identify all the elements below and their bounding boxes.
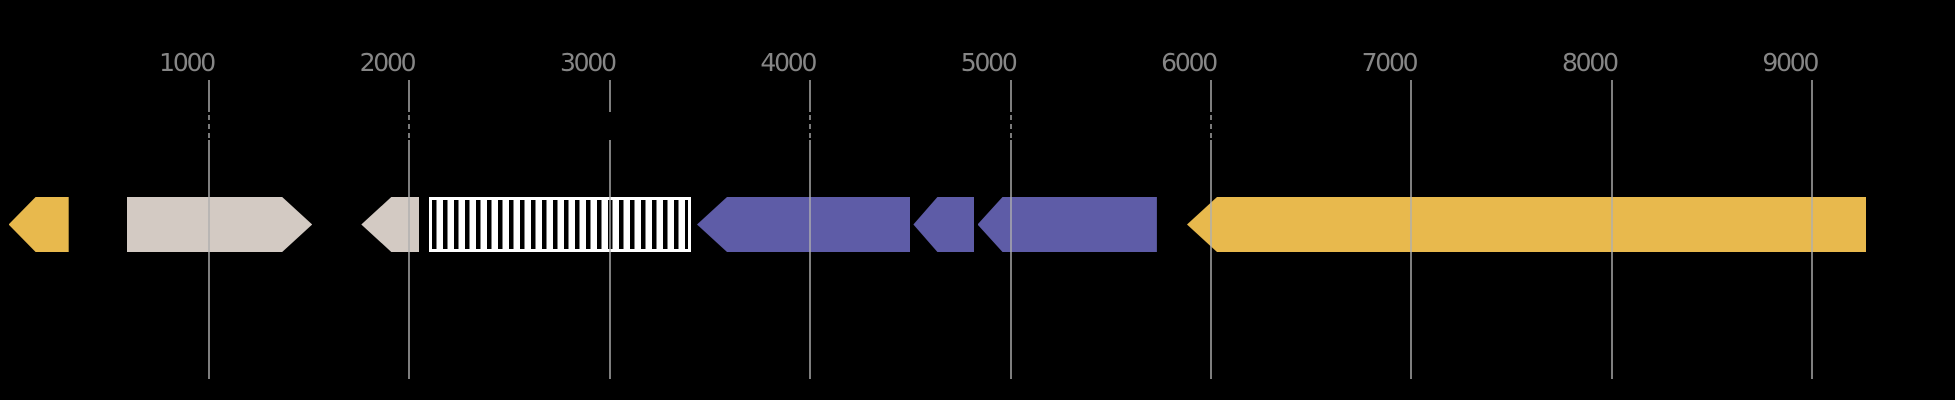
gridline-break: [407, 112, 412, 140]
gridline-dash: [208, 124, 210, 129]
axis-gridline: [208, 80, 210, 379]
stripe-pattern: [432, 200, 688, 249]
axis-gridline: [1410, 80, 1413, 379]
gridline-dash: [208, 115, 210, 120]
gridline-break: [1008, 112, 1013, 140]
feature-arrow: [697, 197, 911, 252]
axis-gridline: [809, 80, 812, 379]
feature-arrow: [1187, 197, 1867, 252]
axis-tick-label: 7000: [1361, 48, 1419, 77]
axis-tick-label: 1000: [159, 48, 216, 77]
feature-arrow: [913, 197, 975, 252]
gridline-dash: [1210, 115, 1212, 120]
gridline-dash: [809, 115, 812, 120]
axis-gridline: [1610, 80, 1613, 379]
feature-arrow: [361, 197, 420, 252]
gridline-break: [607, 112, 612, 140]
gridline-dash: [408, 115, 411, 120]
axis-gridline: [1210, 80, 1212, 379]
axis-gridline: [608, 80, 611, 379]
gridline-dash: [408, 124, 411, 129]
axis-gridline: [1009, 80, 1012, 379]
axis-tick-label: 9000: [1762, 48, 1819, 77]
gridline-dash: [809, 124, 812, 129]
axis-gridline: [1811, 80, 1814, 379]
feature-box-striped: [429, 197, 691, 252]
gridline-dash: [408, 133, 411, 138]
gridline-dash: [208, 133, 210, 138]
gridline-break: [207, 112, 211, 140]
axis-tick-label: 2000: [359, 48, 417, 77]
feature-arrow: [977, 197, 1157, 252]
feature-arrow: [8, 197, 69, 252]
axis-tick-label: 3000: [559, 48, 617, 77]
gridline-dash: [1009, 133, 1012, 138]
gridline-break: [808, 112, 813, 140]
axis-tick-label: 5000: [960, 48, 1018, 77]
gridline-dash: [1210, 133, 1212, 138]
feature-arrow: [127, 197, 312, 252]
gridline-break: [1209, 112, 1213, 140]
axis-tick-label: 8000: [1561, 48, 1619, 77]
gridline-dash: [1009, 124, 1012, 129]
gridline-dash: [1210, 124, 1212, 129]
gridline-dash: [1009, 115, 1012, 120]
axis-tick-label: 4000: [760, 48, 817, 77]
gridline-dash: [809, 133, 812, 138]
axis-tick-label: 6000: [1161, 48, 1218, 77]
axis-gridline: [408, 80, 411, 379]
